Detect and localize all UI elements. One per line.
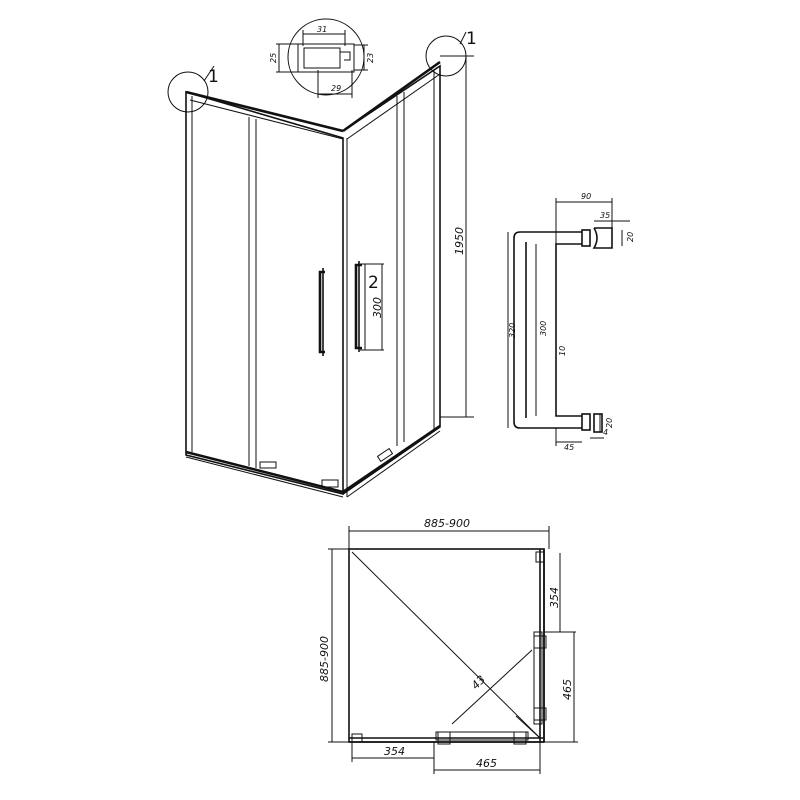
handle-knob-top bbox=[592, 227, 613, 249]
height-label: 1950 bbox=[453, 227, 466, 255]
handle-detail: 90 35 20 320 300 10 20 45 4 bbox=[507, 192, 635, 452]
plan-front-door-label: 465 bbox=[476, 757, 497, 770]
plan-right-top-bracket bbox=[535, 551, 545, 563]
handle-mount-depth-label: 35 bbox=[600, 211, 610, 220]
plan-bottom-roller-left bbox=[437, 731, 451, 745]
handle-dimension-line bbox=[360, 263, 384, 351]
plan-front-fixed-label: 354 bbox=[384, 745, 405, 758]
profile-height-left-dim bbox=[276, 43, 298, 73]
plan-side-fixed-label: 354 bbox=[548, 587, 561, 608]
plan-right-roller-bottom bbox=[533, 707, 547, 721]
plan-view: 43 885-900 885-900 354 465 354 465 bbox=[318, 517, 578, 774]
profile-detail: 31 25 23 29 bbox=[269, 18, 375, 98]
left-bottom-rail-inner bbox=[185, 456, 344, 498]
profile-height-right-dim bbox=[354, 44, 368, 71]
plan-right-door-leaf bbox=[533, 631, 543, 725]
corner-callout-leader-left bbox=[203, 65, 215, 82]
left-top-rail bbox=[185, 90, 344, 133]
right-top-rail-inner bbox=[346, 73, 441, 140]
handle-depth-label: 90 bbox=[581, 192, 591, 201]
profile-outer bbox=[297, 43, 355, 73]
right-bottom-rail-inner bbox=[346, 430, 441, 498]
left-corner-roller bbox=[321, 479, 339, 488]
handle-callout-label: 2 bbox=[368, 273, 379, 293]
plan-side-door-label: 465 bbox=[561, 679, 574, 700]
plan-diagonal-line bbox=[351, 551, 541, 739]
left-bottom-rail bbox=[185, 450, 344, 494]
corner-callout-label-left: 1 bbox=[208, 67, 219, 87]
handle-mount-height-top-label: 20 bbox=[626, 232, 635, 242]
plan-width-dim bbox=[348, 526, 550, 549]
profile-width-top-dim bbox=[302, 30, 346, 46]
left-roller bbox=[259, 461, 277, 469]
handle-bar-diameter-label: 10 bbox=[558, 346, 567, 356]
plan-bottom-roller-right bbox=[513, 731, 527, 745]
plan-diagonal-label: 43 bbox=[469, 673, 488, 692]
plan-depth-label: 885-900 bbox=[318, 636, 331, 682]
profile-slot bbox=[340, 51, 351, 61]
profile-height-left: 25 bbox=[269, 53, 278, 63]
isometric-view: 1 1 2 300 1950 bbox=[167, 29, 477, 498]
profile-inner bbox=[303, 47, 341, 69]
plan-right-rail bbox=[539, 549, 545, 742]
plan-front-door-dim bbox=[434, 742, 541, 774]
plan-front-fixed-dim bbox=[351, 742, 435, 774]
handle-depth-dim bbox=[555, 198, 613, 244]
profile-width-top: 31 bbox=[317, 25, 327, 34]
plan-right-roller-top bbox=[533, 635, 547, 649]
plan-side-door-swing bbox=[451, 649, 533, 725]
height-dimension-line bbox=[440, 55, 474, 418]
corner-callout-leader-right bbox=[459, 31, 467, 45]
right-panel-outer-frame bbox=[342, 64, 441, 495]
handle-gap-label: 4 bbox=[603, 428, 608, 437]
profile-width-bottom-dim bbox=[317, 70, 353, 98]
handle-grip-length-label: 300 bbox=[539, 321, 548, 336]
handle-bar-inner bbox=[555, 243, 582, 417]
left-top-rail-inner bbox=[189, 99, 344, 140]
right-top-rail bbox=[342, 60, 441, 133]
plan-width-label: 885-900 bbox=[424, 517, 470, 530]
handle-bar-outer bbox=[513, 231, 582, 429]
profile-height-right: 23 bbox=[366, 53, 375, 63]
handle-knob-bottom bbox=[593, 413, 603, 433]
corner-callout-circle-left bbox=[167, 71, 209, 113]
handle-mount-height-bottom-label: 20 bbox=[605, 418, 614, 428]
plan-side-fixed-dim bbox=[544, 553, 576, 633]
plan-depth-dim bbox=[328, 548, 349, 743]
plan-side-door-dim bbox=[544, 632, 578, 743]
handle-mount-top bbox=[581, 229, 591, 247]
profile-width-bottom: 29 bbox=[331, 84, 341, 93]
handle-overall-length-label: 320 bbox=[508, 323, 517, 338]
right-roller bbox=[376, 447, 394, 463]
right-bottom-rail bbox=[342, 424, 441, 494]
corner-callout-label-right: 1 bbox=[466, 29, 477, 49]
plan-front-door-swing bbox=[515, 715, 541, 739]
handle-mount-offset-label: 45 bbox=[564, 443, 574, 452]
handle-mount-offset-dim bbox=[555, 428, 582, 446]
plan-bottom-left-bracket bbox=[351, 733, 363, 743]
plan-bottom-door-leaf bbox=[435, 731, 529, 741]
handle-mount-bottom bbox=[581, 413, 591, 431]
handle-length-label: 300 bbox=[371, 297, 384, 318]
plan-bottom-rail bbox=[349, 737, 544, 743]
